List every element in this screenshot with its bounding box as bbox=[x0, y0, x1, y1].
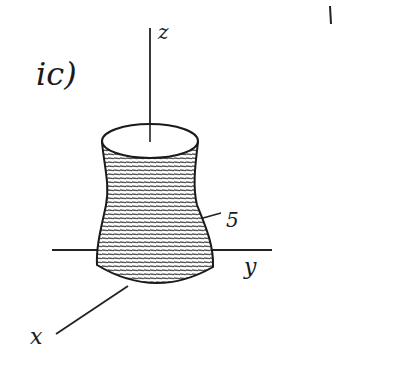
x-axis bbox=[56, 286, 128, 334]
z-axis bbox=[149, 28, 151, 142]
y-axis-right bbox=[212, 249, 272, 251]
tick-mark bbox=[203, 213, 221, 218]
dimension-label: 5 bbox=[226, 210, 239, 230]
part-label: ic) bbox=[36, 58, 77, 90]
top-face bbox=[102, 124, 198, 158]
axis-label: z bbox=[158, 22, 169, 42]
solid-body bbox=[97, 142, 213, 283]
y-axis-left bbox=[52, 249, 98, 251]
axis-label: x bbox=[30, 326, 42, 348]
axis-label: y bbox=[244, 256, 256, 278]
page-mark bbox=[330, 6, 331, 24]
z-axis-inner bbox=[149, 124, 151, 142]
